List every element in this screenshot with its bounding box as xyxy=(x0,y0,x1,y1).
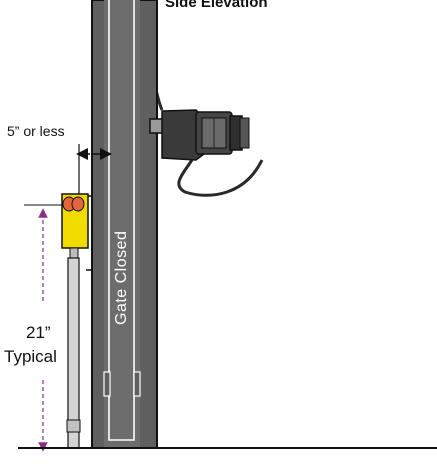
gate-panel xyxy=(91,0,158,449)
height-note: Typical xyxy=(4,347,57,366)
gap-label: 5” or less xyxy=(7,123,65,139)
height-dimension: 21” Typical xyxy=(4,204,62,452)
operator-cable xyxy=(148,0,264,197)
mounting-post xyxy=(66,247,81,449)
gate-label: Gate Closed xyxy=(113,231,130,325)
gate-operator-arm-icon xyxy=(149,109,250,161)
height-value: 21” xyxy=(26,323,51,342)
gap-dimension: 5” or less xyxy=(7,123,112,196)
header-label: Side Elevation xyxy=(165,0,268,11)
